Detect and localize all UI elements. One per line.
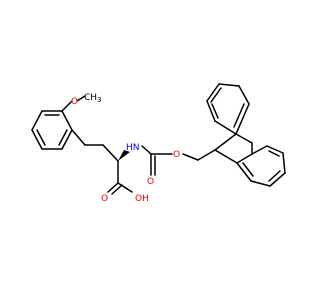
bond	[233, 103, 245, 128]
bond	[218, 83, 240, 87]
carbonyl-oxygen-label: O	[101, 194, 108, 204]
bond	[206, 100, 216, 122]
methyl-label-text: CH	[84, 93, 97, 103]
bond	[31, 129, 43, 150]
methoxy-group: O CH3	[61, 93, 102, 112]
hydroxyl-label: OH	[135, 194, 149, 204]
bond	[111, 184, 123, 195]
bond	[266, 145, 284, 154]
bond	[61, 110, 73, 131]
bond	[36, 129, 46, 146]
bond	[210, 87, 222, 103]
bond	[282, 152, 286, 174]
bond	[214, 120, 237, 135]
bond	[71, 129, 86, 146]
bond	[235, 103, 250, 135]
bond	[211, 103, 219, 119]
bond	[107, 182, 119, 193]
bond	[250, 180, 271, 187]
bond	[214, 149, 238, 164]
methoxy-oxygen-label: O	[71, 97, 78, 107]
bond	[268, 170, 281, 182]
bond	[242, 162, 254, 177]
bond	[251, 145, 268, 155]
bond	[141, 145, 152, 155]
bond	[238, 85, 250, 105]
stereo-wedge-bond	[118, 150, 130, 161]
bond	[206, 83, 220, 102]
alpha-carbon	[118, 150, 130, 161]
carbamate-carbonyl-oxygen-label: O	[147, 177, 154, 187]
bond	[76, 95, 86, 102]
bond	[117, 182, 133, 193]
bond	[31, 110, 43, 131]
carbamate-group: HN O O	[126, 143, 216, 187]
carboxylic-acid: O OH	[101, 160, 149, 204]
fluorenyl-group	[206, 83, 286, 187]
bond	[269, 172, 286, 187]
bond	[61, 100, 73, 112]
bond	[197, 149, 216, 161]
methoxyphenyl-ring	[31, 110, 73, 150]
bond	[235, 133, 253, 144]
bond	[58, 129, 68, 146]
bond	[236, 162, 252, 182]
methyl-label: CH3	[84, 93, 102, 104]
amine-label: HN	[126, 143, 140, 153]
bond	[268, 150, 280, 157]
bond	[236, 153, 253, 164]
bond	[182, 153, 199, 161]
methyl-subscript: 3	[97, 96, 101, 104]
bond	[214, 133, 237, 151]
carbamate-ester-oxygen-label: O	[173, 150, 180, 160]
molecule-structure: O CH3 O OH HN O O	[31, 83, 286, 204]
alkyl-chain	[71, 129, 119, 162]
bond	[102, 144, 119, 162]
bond	[61, 129, 73, 150]
